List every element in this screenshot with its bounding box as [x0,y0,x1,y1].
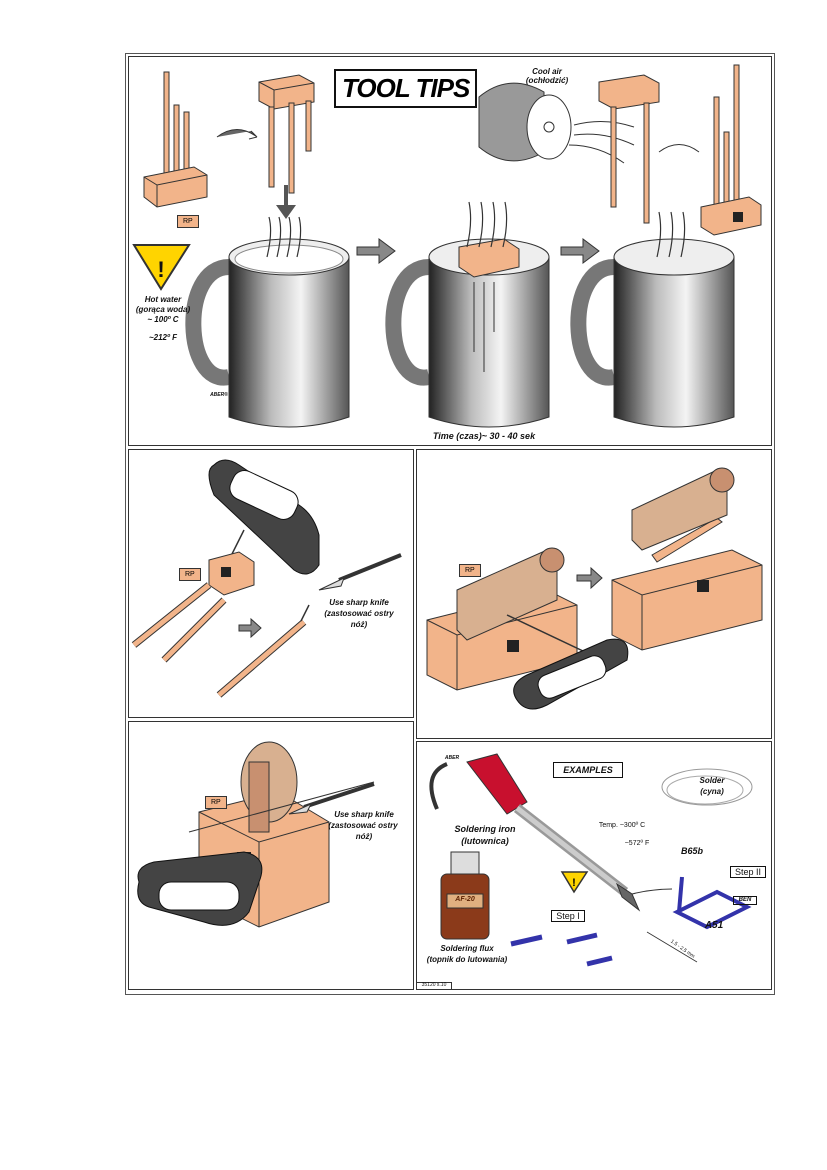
flux-label: Soldering flux [440,944,494,953]
resin-part-with-pins [143,71,208,208]
step2-label: Step II [730,866,766,879]
cut-pin [216,619,307,698]
knife-pl-label-2: nóż) [355,832,373,841]
a51-label: A51 [704,920,724,931]
flux-pl-label: (topnik do lutowania) [426,955,508,964]
mug-3 [570,211,735,428]
panel-hot-water: ! [128,56,772,446]
examples-title: EXAMPLES [553,762,623,779]
ben-label: BEN [733,896,757,905]
removed-block [258,74,315,194]
panel-soldering-examples: ! EXAMPLES ABER Solder (cyna) Soldering [416,741,772,990]
iron-label: Soldering iron [454,824,516,834]
knife-pl-label-2: nóż) [350,620,368,629]
temp-f-label: ~572º F [624,840,650,847]
warning-icon: ! [560,871,589,894]
soldering-iron-icon [429,753,641,912]
mug-2 [385,201,550,428]
gear-case-illustration [137,741,375,928]
bogie-part-right [631,467,735,551]
knife-icon [288,782,375,815]
flux-bottle-icon [440,851,490,940]
knife-pl-label: (zastosować ostry [324,609,394,618]
mug-1 [185,216,350,428]
cool-air-pl-label: (ochłodzić) [525,76,569,85]
panel-bogie-part: RP [416,449,772,739]
bogie-part-left [456,547,565,641]
fan-icon [478,82,635,164]
hot-water-f-label: ~212º F [148,333,178,342]
knife-label: Use sharp knife [334,810,394,819]
solder-label: Solder [699,776,725,785]
hot-water-label: Hot water [144,295,182,304]
time-label: Time (czas)~ 30 - 40 sek [432,431,536,441]
solder-pl-label: (cyna) [700,787,724,796]
knife-label: Use sharp knife [329,598,389,607]
step1-parts [510,932,613,967]
footer-code: 35120 s.10 [416,982,452,990]
panel-gear-case: RP Use sharp knife (zastosować ostry nóż… [128,721,414,990]
hot-water-c-label: ~ 100º C [147,315,179,324]
instruction-sheet: ! [125,53,775,995]
resin-block-right [611,517,763,651]
step1-label: Step I [551,910,585,923]
bogie-illustration [426,467,763,710]
hot-water-pl-label: (gorąca woda) [135,305,191,314]
rp-tag: RP [205,796,227,809]
rp-tag: RP [179,568,201,581]
flux-bottle-label: AF-20 [455,896,475,903]
hot-water-illustration: ! [132,64,762,428]
cut-pins-illustration [131,459,402,698]
svg-text:!: ! [572,877,576,889]
panel-cut-pins: RP Use sharp knife (zastosować ostry nóż… [128,449,414,718]
cooled-block [598,74,660,224]
solder-coil-icon [661,768,753,806]
soldering-illustration: ! [429,753,753,967]
resin-part-rp [131,551,255,663]
knife-icon [318,553,402,591]
cool-air-label: Cool air [532,67,562,76]
brand-label: ABER [444,755,460,761]
razor-saw-icon [137,851,263,926]
rp-tag: RP [177,215,199,228]
warning-icon: ! [132,244,191,291]
razor-saw-icon [513,638,629,710]
razor-saw-icon [208,459,320,575]
temp-c-label: Temp. ~300º C [598,822,646,829]
iron-pl-label: (lutownica) [461,836,509,846]
brand-label: ABER® [210,392,228,398]
svg-text:!: ! [157,257,164,282]
resin-part-final [700,64,762,236]
page-title: TOOL TIPS [334,69,478,108]
knife-pl-label: (zastosować ostry [328,821,398,830]
step2-frame [672,876,752,930]
rp-tag: RP [459,564,481,577]
b65b-label: B65b [680,846,703,856]
